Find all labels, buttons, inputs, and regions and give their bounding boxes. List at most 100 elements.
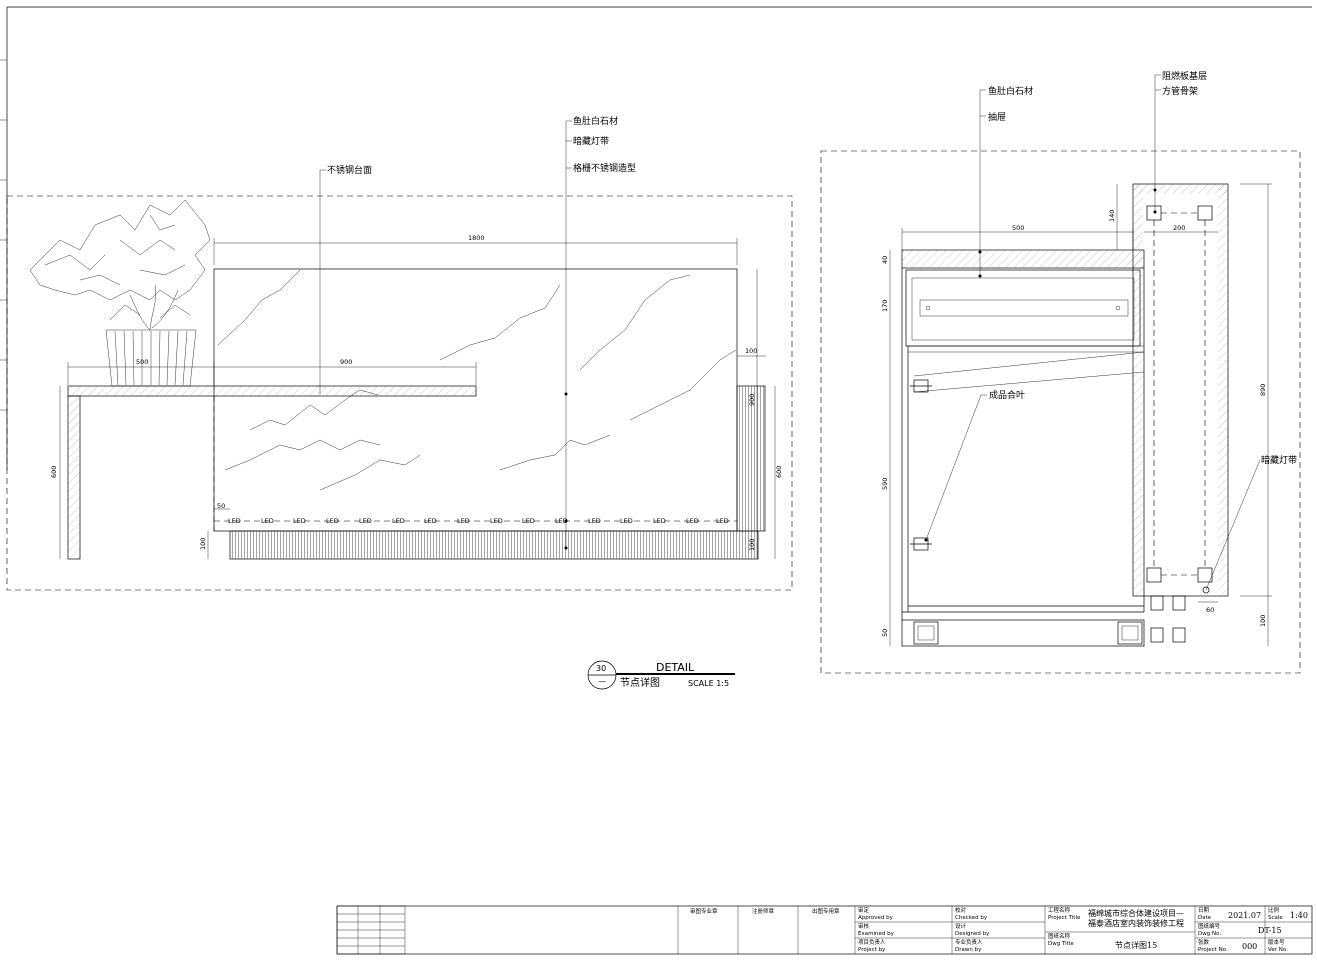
project-title-en: Project Title: [1048, 915, 1081, 921]
approved-en: Approved by: [858, 915, 894, 921]
section-callouts: 鱼肚白石材 抽屉 阻燃板基层 方管骨架 成品合叶 暗藏灯带: [924, 70, 1297, 591]
designed-en: Designed by: [955, 931, 990, 937]
dim-500-top: 500: [1012, 224, 1024, 232]
designed-cn: 设计: [955, 922, 967, 930]
date-value: 2021.07: [1228, 911, 1261, 920]
proj-no-cn: 张数: [1198, 938, 1210, 946]
stainless-counter: [67, 385, 477, 560]
detail-title: DETAIL: [656, 661, 695, 674]
callout-led-section: 暗藏灯带: [1261, 454, 1297, 466]
dim-40: 40: [881, 256, 889, 264]
dim-500: 500: [136, 358, 148, 366]
grille-base: [229, 385, 766, 560]
detail-tag: 30 — DETAIL 节点详图 SCALE 1:5: [587, 660, 735, 690]
stamp-review: 审图专业章: [690, 907, 718, 915]
ver-en: Ver No.: [1268, 947, 1288, 953]
dwg-name: 节点详图15: [1115, 940, 1157, 950]
elevation-boundary: [6, 195, 793, 591]
elevation-dimensions: 1800 500 900 600 100 900 600 100 100 50: [50, 234, 783, 559]
scale-cn: 比例: [1268, 906, 1280, 914]
examined-en: Examined by: [858, 931, 895, 937]
dim-50-base: 50: [881, 629, 889, 637]
led-label: LED: [424, 517, 437, 525]
led-label: LED: [457, 517, 470, 525]
callout-countertop: 不锈钢台面: [327, 164, 372, 176]
proj-no-value: 000: [1242, 942, 1257, 951]
led-label: LED: [620, 517, 633, 525]
led-label: LED: [588, 517, 601, 525]
dim-600-right: 600: [775, 466, 783, 478]
dim-200: 200: [1173, 224, 1185, 232]
dwg-title-cn: 图纸名称: [1048, 932, 1071, 940]
ver-cn: 版本号: [1268, 938, 1285, 946]
stone-panel: [213, 268, 738, 532]
title-block: 审图专业章 注册师章 出图专用章 审定 Approved by 校对 Check…: [336, 905, 1313, 955]
stamp-issue: 出图专用章: [812, 907, 840, 915]
project-title-cn: 工程名称: [1048, 906, 1071, 914]
discipline-lead-en: Drawn by: [955, 947, 982, 953]
callout-tube-frame: 方管骨架: [1162, 85, 1198, 97]
project-lead-en: Project by: [858, 947, 886, 953]
date-en: Date: [1198, 915, 1212, 921]
date-cn: 日期: [1198, 907, 1210, 914]
section-view: 500 40 170 590 50 140 200 890 100 60: [820, 70, 1301, 674]
dim-1800: 1800: [468, 234, 485, 242]
dim-100-col: 100: [1259, 615, 1267, 627]
project-name-line1: 福绵城市综合体建设项目—: [1088, 908, 1184, 918]
callout-stone-section: 鱼肚白石材: [988, 85, 1033, 97]
elevation-callouts: 不锈钢台面 鱼肚白石材 暗藏灯带 格栅不锈钢造型: [319, 115, 636, 550]
led-label: LED: [326, 517, 339, 525]
scale-en: Scale: [1268, 915, 1283, 921]
project-name-line2: 福泰酒店室内装饰装修工程: [1088, 918, 1184, 928]
detail-scale: SCALE 1:5: [688, 679, 729, 688]
led-label: LED: [228, 517, 241, 525]
led-label: LED: [555, 517, 568, 525]
callout-grille: 格栅不锈钢造型: [573, 162, 636, 174]
sheet-border: [0, 6, 1312, 470]
led-label: LED: [359, 517, 372, 525]
checked-en: Checked by: [955, 915, 988, 921]
detail-sub: —: [598, 677, 606, 686]
dwg-no-value: DT-15: [1258, 926, 1282, 935]
examined-cn: 审核: [858, 922, 870, 930]
approved-cn: 审定: [858, 906, 870, 914]
led-label: LED: [293, 517, 306, 525]
dwg-no-cn: 图纸编号: [1198, 922, 1221, 930]
dim-100-right: 100: [745, 347, 757, 355]
led-label: LED: [392, 517, 405, 525]
callout-led: 暗藏灯带: [573, 135, 609, 147]
scale-value: 1:40: [1290, 911, 1308, 920]
section-boundary: [820, 150, 1301, 674]
dim-140: 140: [1108, 210, 1116, 222]
dim-100-base-right: 100: [748, 539, 756, 551]
dim-60: 60: [1206, 606, 1214, 614]
detail-number: 30: [596, 664, 606, 673]
callout-hinge: 成品合叶: [989, 389, 1025, 401]
dim-170: 170: [881, 300, 889, 312]
checked-cn: 校对: [955, 906, 967, 914]
dim-890: 890: [1259, 384, 1267, 396]
callout-drawer: 抽屉: [988, 111, 1006, 123]
dim-900-right: 900: [748, 394, 756, 406]
stamp-registered: 注册师章: [752, 907, 775, 915]
plant-icon: [29, 199, 211, 387]
led-label: LED: [716, 517, 729, 525]
dim-590: 590: [881, 478, 889, 490]
callout-stone: 鱼肚白石材: [573, 115, 618, 127]
led-label: LED: [653, 517, 666, 525]
led-label: LED: [686, 517, 699, 525]
discipline-lead-cn: 专业负责人: [955, 938, 983, 946]
callout-fireproof: 阻燃板基层: [1162, 70, 1207, 82]
dwg-title-en: Dwg Title: [1048, 941, 1074, 947]
dim-100-base: 100: [199, 538, 207, 550]
led-label: LED: [522, 517, 535, 525]
elevation-view: LED LED LED LED LED LED LED LED LED LED …: [6, 115, 793, 591]
dim-900: 900: [340, 358, 352, 366]
section-dimensions: 500 40 170 590 50 140 200 890 100 60: [881, 183, 1272, 646]
detail-name: 节点详图: [620, 676, 660, 689]
dwg-no-en: Dwg No.: [1198, 931, 1221, 937]
dim-50: 50: [217, 502, 225, 510]
project-lead-cn: 项目负责人: [858, 938, 886, 946]
dim-600-left: 600: [50, 466, 58, 478]
